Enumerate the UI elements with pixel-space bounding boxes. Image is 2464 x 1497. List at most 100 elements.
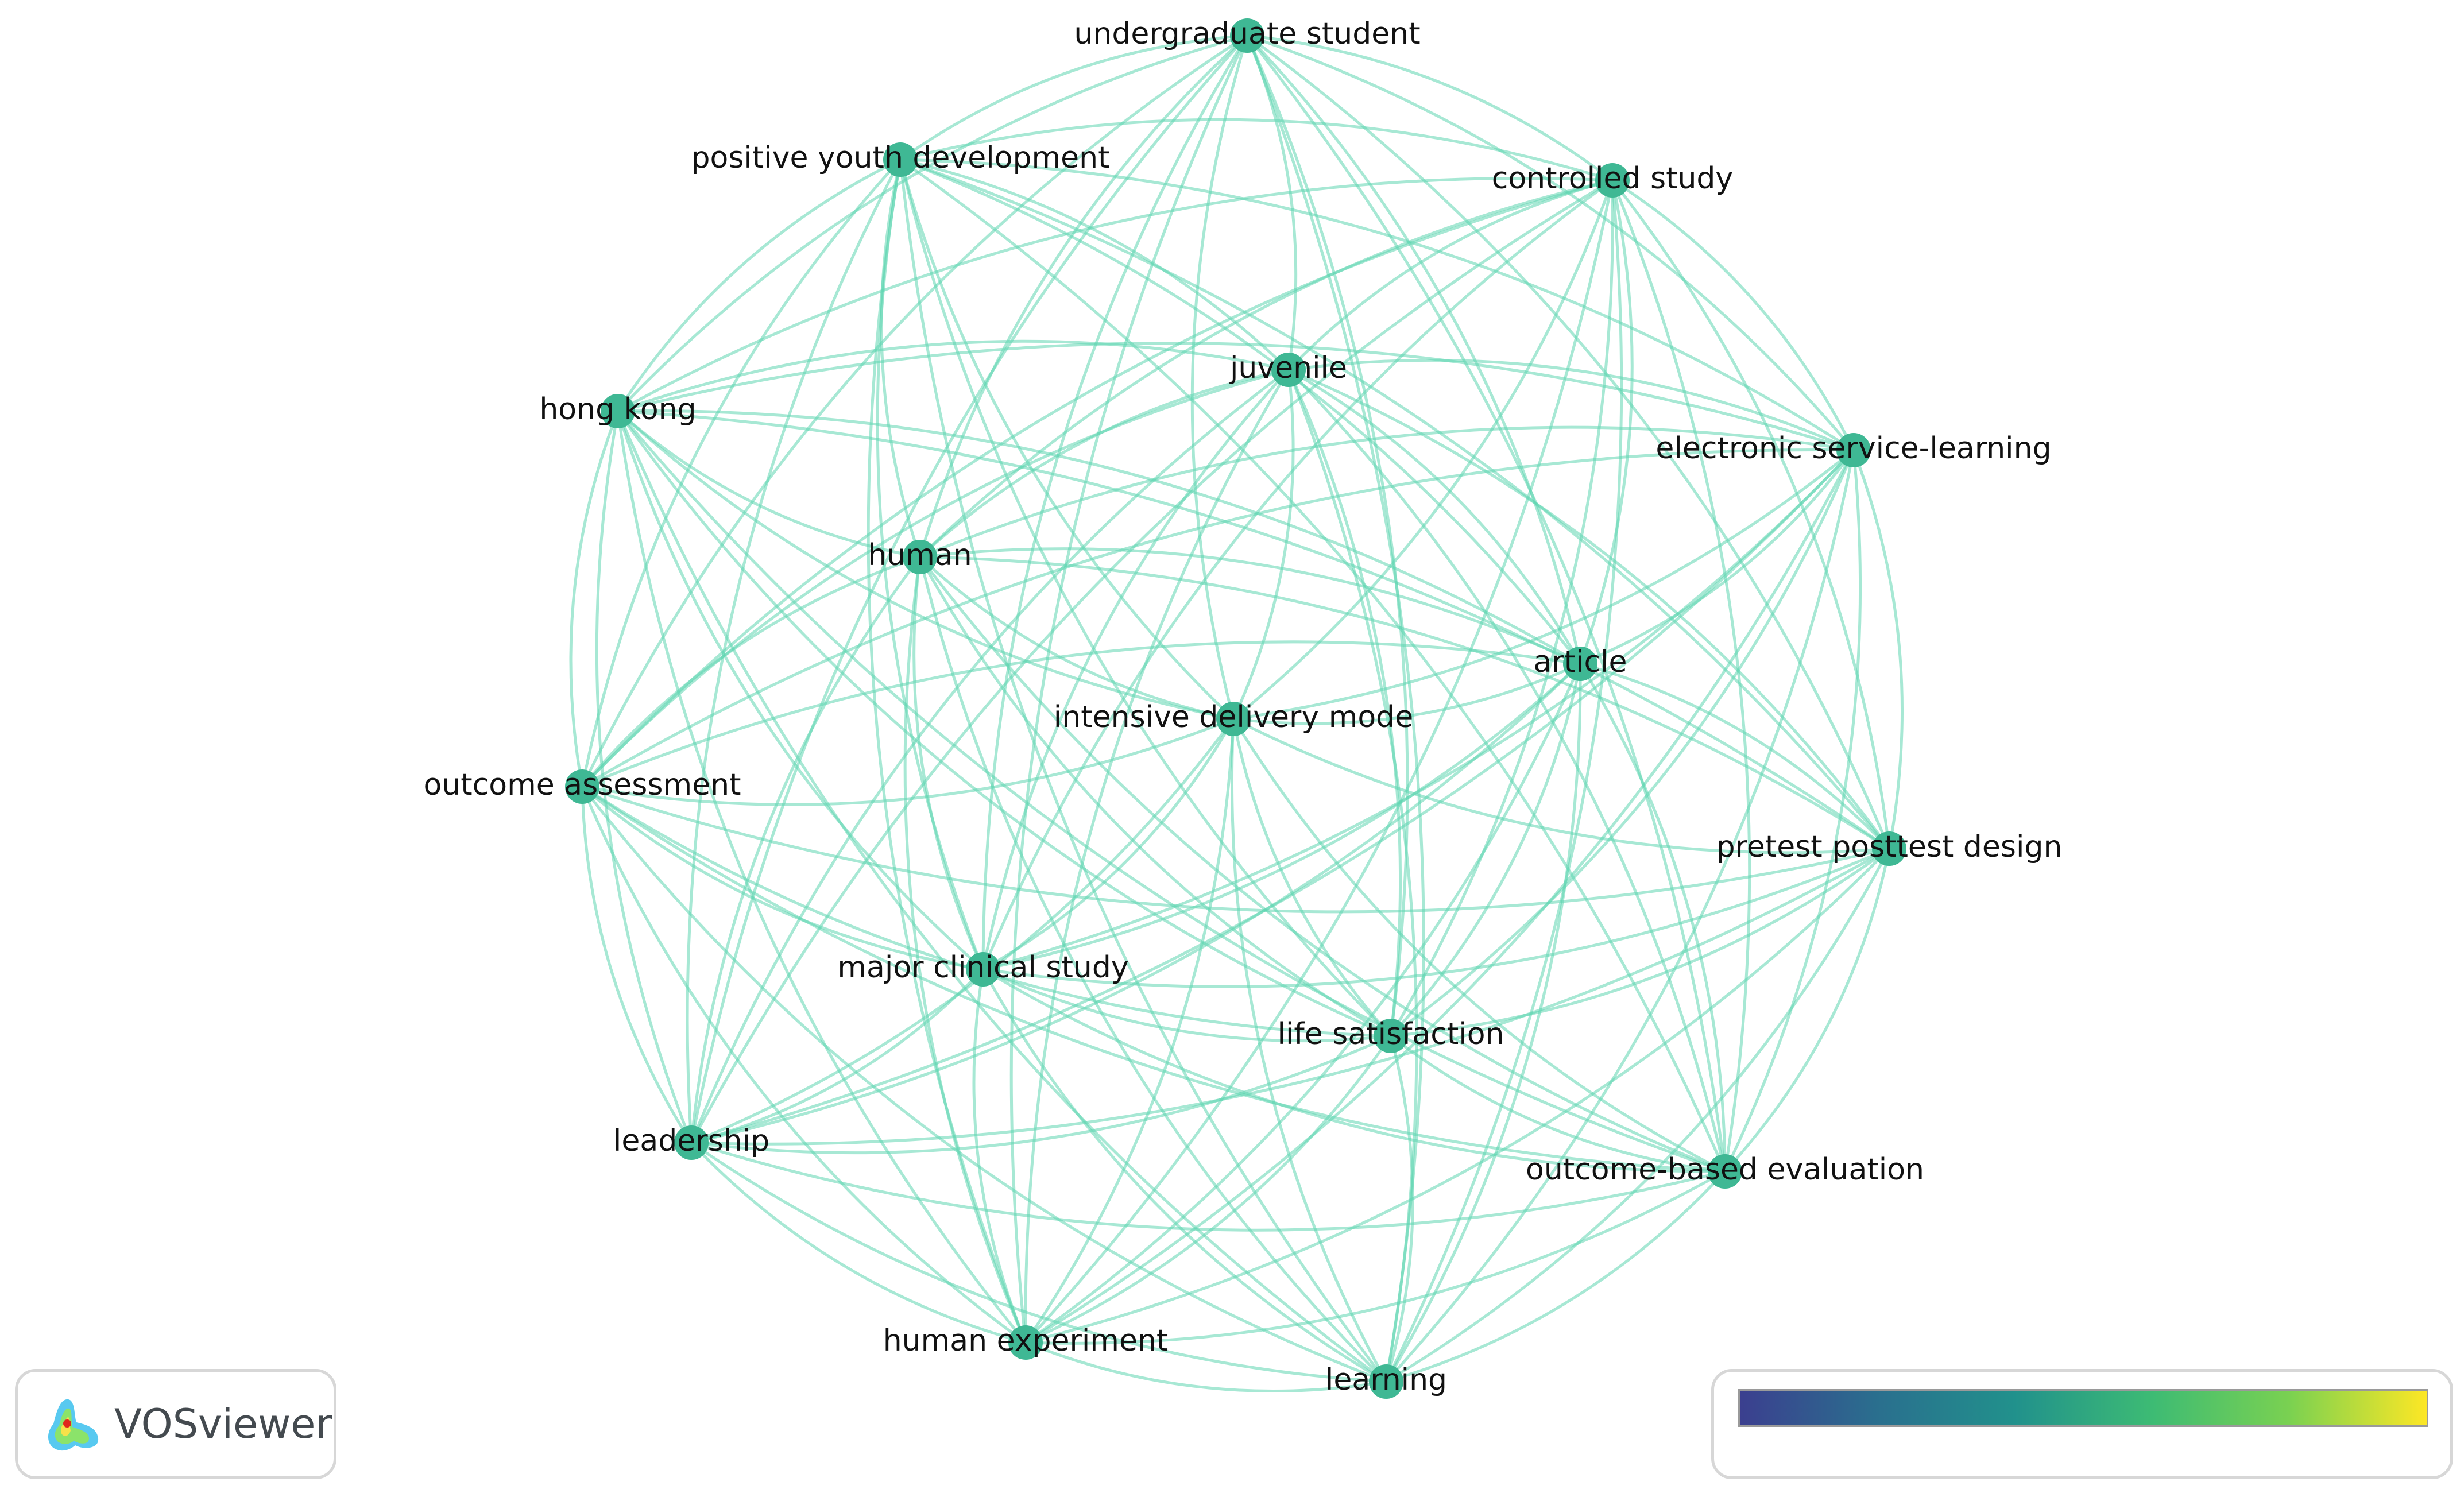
edge-positive-youth-development-human-experiment [867,159,1027,1343]
node-label-human-experiment[interactable]: human experiment [883,1324,1169,1358]
edge-hong-kong-outcome-based-evaluation [617,410,1726,1173]
edge-controlled-study-pretest-posttest-design [1611,179,1891,849]
edge-juvenile-leadership [690,368,1290,1143]
edge-hong-kong-intensive-delivery-mode [617,410,1234,721]
edge-major-clinical-study-leadership [691,968,984,1144]
edge-hong-kong-major-clinical-study [616,411,984,970]
node-label-pretest-posttest-design[interactable]: pretest posttest design [1716,830,2063,864]
edge-positive-youth-development-electronic-service-learning [900,158,1855,452]
node-label-intensive-delivery-mode[interactable]: intensive delivery mode [1054,700,1413,734]
edge-human-leadership [690,556,921,1143]
vosviewer-logo-text: VOSviewer [114,1401,332,1448]
edge-human-outcome-assessment [581,555,920,788]
node-leadership[interactable] [674,1125,709,1160]
edge-outcome-based-evaluation-learning [1386,1170,1726,1383]
node-label-life-satisfaction[interactable]: life satisfaction [1278,1017,1504,1051]
edge-hong-kong-learning [616,411,1387,1383]
edge-pretest-posttest-design-major-clinical-study [982,847,1890,988]
edge-article-human-experiment [1024,663,1582,1344]
vosviewer-logo-panel: VOSviewer [15,1369,336,1479]
node-label-learning[interactable]: learning [1325,1363,1447,1397]
node-juvenile[interactable] [1271,353,1306,387]
node-pretest-posttest-design[interactable] [1872,831,1906,866]
node-controlled-study[interactable] [1595,163,1630,198]
edge-pretest-posttest-design-leadership [691,847,1890,1146]
edge-human-major-clinical-study [912,556,985,970]
node-major-clinical-study[interactable] [966,952,1000,987]
edge-undergraduate-student-life-satisfaction [1245,34,1409,1036]
edge-major-clinical-study-human-experiment [972,969,1027,1343]
node-label-electronic-service-learning[interactable]: electronic service-learning [1655,431,2051,466]
edge-controlled-study-life-satisfaction [1389,180,1615,1037]
edge-major-clinical-study-learning [981,968,1387,1383]
edge-hong-kong-electronic-service-learning [617,341,1854,452]
edge-juvenile-electronic-service-learning [1288,358,1855,452]
edge-intensive-delivery-mode-leadership [691,718,1235,1144]
node-electronic-service-learning[interactable] [1836,433,1871,467]
edge-undergraduate-student-controlled-study [1247,34,1614,181]
edge-article-intensive-delivery-mode [1233,662,1581,725]
node-intensive-delivery-mode[interactable] [1216,702,1251,736]
edge-outcome-assessment-outcome-based-evaluation [581,785,1726,1173]
node-label-leadership[interactable]: leadership [613,1124,769,1158]
edge-intensive-delivery-mode-life-satisfaction [1232,718,1392,1037]
node-label-outcome-assessment[interactable]: outcome assessment [424,768,741,802]
edge-positive-youth-development-controlled-study [900,118,1613,182]
node-label-hong-kong[interactable]: hong kong [539,392,696,427]
node-human[interactable] [903,540,937,574]
edge-human-intensive-delivery-mode [919,556,1234,721]
edge-human-pretest-posttest-design [919,555,1890,850]
node-label-human[interactable]: human [868,538,972,573]
edge-undergraduate-student-juvenile [1245,35,1298,370]
edge-electronic-service-learning-pretest-posttest-design [1852,450,1904,849]
edge-human-life-satisfaction [918,556,1392,1038]
edge-intensive-delivery-mode-pretest-posttest-design [1232,717,1890,854]
edge-article-outcome-based-evaluation [1579,663,1727,1172]
edge-life-satisfaction-leadership [691,1034,1392,1155]
edge-controlled-study-learning [1384,180,1623,1383]
edge-article-learning [1384,663,1582,1383]
edge-undergraduate-student-learning [1245,35,1425,1382]
node-label-controlled-study[interactable]: controlled study [1492,161,1733,196]
edge-undergraduate-student-major-clinical-study [981,34,1249,970]
node-outcome-based-evaluation[interactable] [1708,1154,1742,1189]
edge-undergraduate-student-human [918,34,1248,558]
edge-life-satisfaction-outcome-based-evaluation [1390,1035,1726,1173]
edge-juvenile-article [1287,368,1582,665]
node-life-satisfaction[interactable] [1374,1019,1408,1053]
node-label-major-clinical-study[interactable]: major clinical study [837,950,1128,985]
edge-electronic-service-learning-leadership [691,449,1855,1144]
edge-positive-youth-development-life-satisfaction [899,159,1392,1037]
edge-leadership-human-experiment [690,1142,1026,1344]
edge-electronic-service-learning-life-satisfaction [1390,450,1855,1038]
edge-outcome-assessment-major-clinical-study [581,786,984,971]
color-scale-bar [1738,1389,2428,1427]
edge-controlled-study-hong-kong [617,176,1613,413]
node-label-article[interactable]: article [1533,645,1627,679]
edge-undergraduate-student-intensive-delivery-mode [1190,35,1249,720]
node-label-undergraduate-student[interactable]: undergraduate student [1074,17,1420,51]
node-learning[interactable] [1369,1364,1403,1399]
node-positive-youth-development[interactable] [883,142,918,177]
edge-positive-youth-development-human [880,159,922,558]
edge-human-outcome-based-evaluation [919,556,1726,1173]
edge-positive-youth-development-outcome-assessment [581,158,902,787]
edge-article-outcome-assessment [582,640,1581,788]
edge-undergraduate-student-human-experiment [1009,34,1249,1343]
edge-intensive-delivery-mode-outcome-assessment [582,717,1234,806]
node-label-positive-youth-development[interactable]: positive youth development [691,141,1110,175]
edge-article-major-clinical-study [982,663,1581,971]
edge-hong-kong-leadership [595,411,693,1143]
edge-undergraduate-student-pretest-posttest-design [1246,34,1891,849]
edge-positive-youth-development-hong-kong [616,158,902,412]
node-undergraduate-student[interactable] [1230,18,1264,53]
node-article[interactable] [1563,647,1597,681]
node-human-experiment[interactable] [1008,1325,1043,1360]
node-label-outcome-based-evaluation[interactable]: outcome-based evaluation [1526,1152,1924,1187]
node-hong-kong[interactable] [601,394,635,428]
edge-human-experiment-learning [1025,1341,1387,1393]
edge-life-satisfaction-learning [1384,1035,1414,1382]
node-outcome-assessment[interactable] [565,769,599,804]
node-label-juvenile[interactable]: juvenile [1229,351,1347,385]
edge-leadership-outcome-based-evaluation [691,1141,1726,1232]
